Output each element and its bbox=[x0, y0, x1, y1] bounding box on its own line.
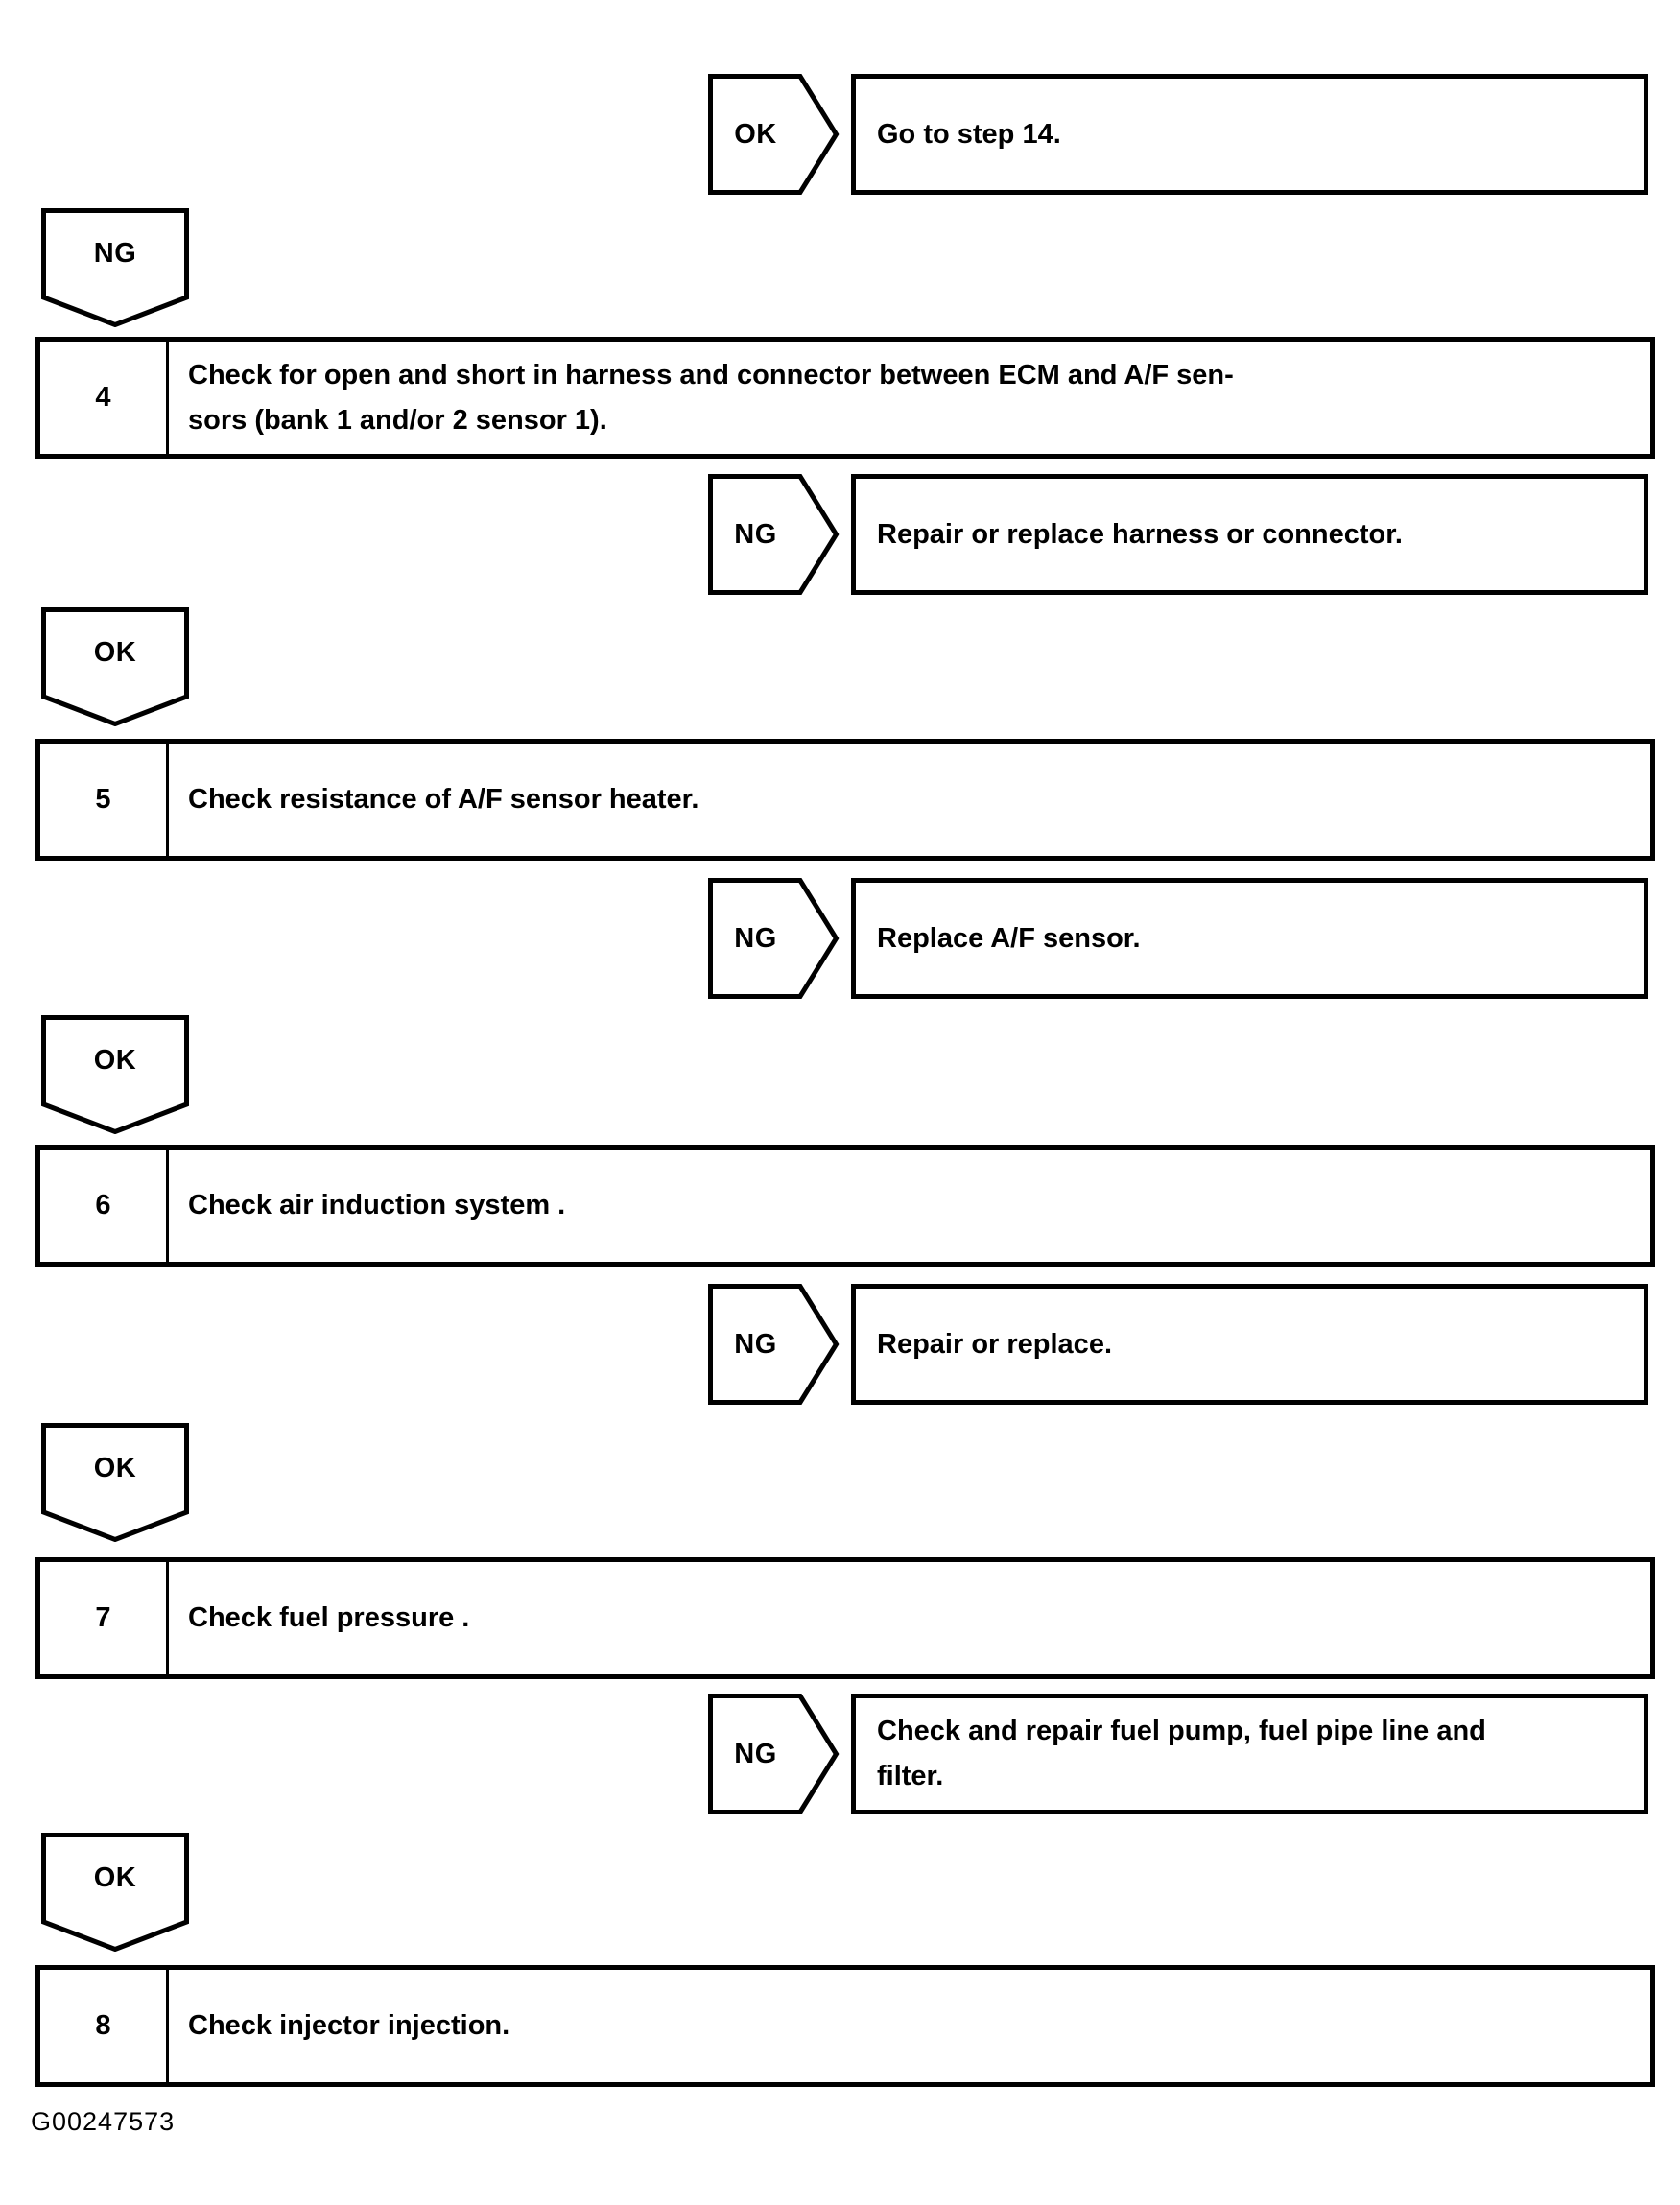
result-box: Repair or replace harness or connector. bbox=[851, 474, 1648, 595]
down-arrow-pentagon-icon bbox=[41, 1833, 189, 1952]
result-box: Repair or replace. bbox=[851, 1284, 1648, 1405]
right-arrow-pentagon-icon bbox=[708, 74, 840, 195]
branch-label: OK bbox=[734, 118, 777, 150]
branch-label: NG bbox=[734, 1738, 777, 1769]
step-number: 4 bbox=[40, 342, 169, 454]
result-text-line1: Repair or replace. bbox=[877, 1328, 1112, 1360]
step-box: 4 Check for open and short in harness an… bbox=[35, 337, 1655, 459]
step-number: 8 bbox=[40, 1970, 169, 2082]
step-text-line1: Check resistance of A/F sensor heater. bbox=[188, 784, 699, 815]
step-number: 7 bbox=[40, 1562, 169, 1674]
result-text-line1: Replace A/F sensor. bbox=[877, 922, 1141, 954]
branch-pentagon-ng: NG bbox=[708, 878, 840, 999]
step-text: Check air induction system . bbox=[169, 1150, 1650, 1262]
right-arrow-pentagon-icon bbox=[708, 1284, 840, 1405]
result-text-line1: Check and repair fuel pump, fuel pipe li… bbox=[877, 1716, 1486, 1746]
result-box: Go to step 14. bbox=[851, 74, 1648, 195]
result-text-line1: Repair or replace harness or connector. bbox=[877, 518, 1403, 550]
branch-label: NG bbox=[734, 518, 777, 550]
connector-pentagon-ng: NG bbox=[41, 208, 189, 327]
step-number: 5 bbox=[40, 744, 169, 856]
connector-label: OK bbox=[93, 1044, 137, 1076]
down-arrow-pentagon-icon bbox=[41, 1423, 189, 1542]
result-box: Replace A/F sensor. bbox=[851, 878, 1648, 999]
step-box: 5 Check resistance of A/F sensor heater. bbox=[35, 739, 1655, 861]
step-box: 7 Check fuel pressure . bbox=[35, 1557, 1655, 1679]
connector-pentagon-ok: OK bbox=[41, 1423, 189, 1542]
step-box: 8 Check injector injection. bbox=[35, 1965, 1655, 2087]
branch-pentagon-ok: OK bbox=[708, 74, 840, 195]
connector-pentagon-ok: OK bbox=[41, 607, 189, 726]
branch-label: NG bbox=[734, 922, 777, 954]
down-arrow-pentagon-icon bbox=[41, 607, 189, 726]
connector-pentagon-ok: OK bbox=[41, 1833, 189, 1952]
branch-pentagon-ng: NG bbox=[708, 474, 840, 595]
step-text: Check resistance of A/F sensor heater. bbox=[169, 744, 1650, 856]
result-box: Check and repair fuel pump, fuel pipe li… bbox=[851, 1694, 1648, 1814]
step-text-line1: Check fuel pressure . bbox=[188, 1602, 470, 1633]
connector-label: NG bbox=[93, 237, 137, 269]
down-arrow-pentagon-icon bbox=[41, 1015, 189, 1134]
connector-label: OK bbox=[93, 1452, 137, 1483]
right-arrow-pentagon-icon bbox=[708, 878, 840, 999]
branch-pentagon-ng: NG bbox=[708, 1284, 840, 1405]
step-text: Check fuel pressure . bbox=[169, 1562, 1650, 1674]
right-arrow-pentagon-icon bbox=[708, 1694, 840, 1814]
step-box: 6 Check air induction system . bbox=[35, 1145, 1655, 1267]
result-text-line1: Go to step 14. bbox=[877, 118, 1061, 150]
result-text-line2: filter. bbox=[877, 1761, 944, 1791]
step-text: Check for open and short in harness and … bbox=[169, 342, 1650, 454]
connector-pentagon-ok: OK bbox=[41, 1015, 189, 1134]
step-number: 6 bbox=[40, 1150, 169, 1262]
down-arrow-pentagon-icon bbox=[41, 208, 189, 327]
step-text-line2: sors (bank 1 and/or 2 sensor 1). bbox=[188, 404, 607, 436]
connector-label: OK bbox=[93, 636, 137, 668]
right-arrow-pentagon-icon bbox=[708, 474, 840, 595]
step-text-line1: Check injector injection. bbox=[188, 2010, 510, 2041]
step-text: Check injector injection. bbox=[169, 1970, 1650, 2082]
step-text-line1: Check for open and short in harness and … bbox=[188, 359, 1234, 391]
figure-id: G00247573 bbox=[31, 2107, 176, 2136]
step-text-line1: Check air induction system . bbox=[188, 1190, 566, 1221]
connector-label: OK bbox=[93, 1861, 137, 1893]
branch-pentagon-ng: NG bbox=[708, 1694, 840, 1814]
branch-label: NG bbox=[734, 1328, 777, 1360]
